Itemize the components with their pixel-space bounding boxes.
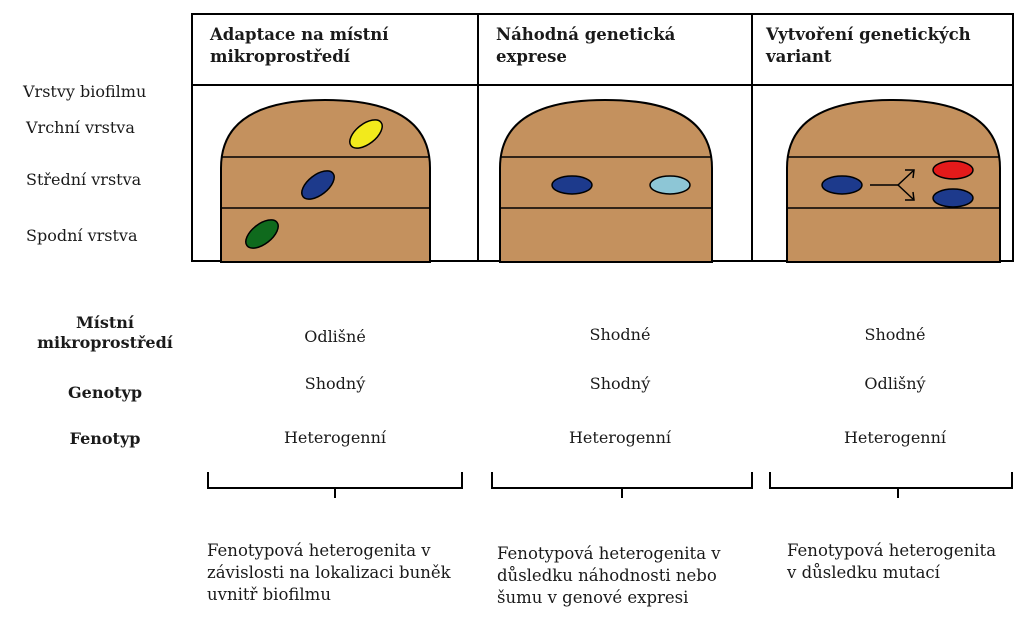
caption-line: závislosti na lokalizaci buněk: [207, 562, 451, 584]
caption-line: Fenotypová heterogenita: [787, 540, 996, 562]
column-header-2: Náhodná genetická exprese: [496, 24, 675, 68]
layer-label-bottom: Spodní vrstva: [26, 226, 138, 246]
row-label-line: mikroprostředí: [20, 333, 190, 353]
caption-line: uvnitř biofilmu: [207, 584, 451, 606]
row-label-genotype: Genotyp: [20, 383, 190, 403]
value-genotype-2: Shodný: [535, 374, 705, 394]
value-genotype-3: Odlišný: [810, 374, 980, 394]
caption-line: Fenotypová heterogenita v: [497, 543, 721, 565]
header-line: Náhodná genetická: [496, 24, 675, 46]
brace-2: [492, 472, 752, 498]
column-header-1: Adaptace na místní mikroprostředí: [210, 24, 389, 68]
blue-cell: [822, 176, 862, 194]
value-phenotype-1: Heterogenní: [250, 428, 420, 448]
header-line: Vytvoření genetických: [766, 24, 971, 46]
caption-2: Fenotypová heterogenita v důsledku náhod…: [497, 543, 721, 609]
value-phenotype-3: Heterogenní: [810, 428, 980, 448]
header-line: exprese: [496, 46, 675, 68]
header-line: variant: [766, 46, 971, 68]
caption-line: Fenotypová heterogenita v: [207, 540, 451, 562]
value-phenotype-2: Heterogenní: [535, 428, 705, 448]
layers-heading: Vrstvy biofilmu: [23, 82, 146, 102]
light-blue-cell: [650, 176, 690, 194]
row-label-line: Místní: [20, 313, 190, 333]
blue-cell: [933, 189, 973, 207]
caption-line: v důsledku mutací: [787, 562, 996, 584]
caption-line: důsledku náhodnosti nebo: [497, 565, 721, 587]
brace-1: [208, 472, 462, 498]
caption-line: šumu v genové expresi: [497, 587, 721, 609]
value-genotype-1: Shodný: [250, 374, 420, 394]
value-local-microenvironment-3: Shodné: [810, 325, 980, 345]
red-cell: [933, 161, 973, 179]
header-line: Adaptace na místní: [210, 24, 389, 46]
caption-1: Fenotypová heterogenita v závislosti na …: [207, 540, 451, 606]
column-header-3: Vytvoření genetických variant: [766, 24, 971, 68]
biofilm-dome-2: [500, 100, 712, 262]
caption-3: Fenotypová heterogenita v důsledku mutac…: [787, 540, 996, 584]
value-local-microenvironment-1: Odlišné: [250, 327, 420, 347]
header-line: mikroprostředí: [210, 46, 389, 68]
layer-label-middle: Střední vrstva: [26, 170, 141, 190]
row-label-phenotype: Fenotyp: [20, 429, 190, 449]
brace-3: [770, 472, 1012, 498]
biofilm-dome-1: [221, 100, 430, 262]
layer-label-top: Vrchní vrstva: [26, 118, 135, 138]
biofilm-dome-3: [787, 100, 1000, 262]
blue-cell: [552, 176, 592, 194]
row-label-local-microenvironment: Místní mikroprostředí: [20, 313, 190, 353]
value-local-microenvironment-2: Shodné: [535, 325, 705, 345]
